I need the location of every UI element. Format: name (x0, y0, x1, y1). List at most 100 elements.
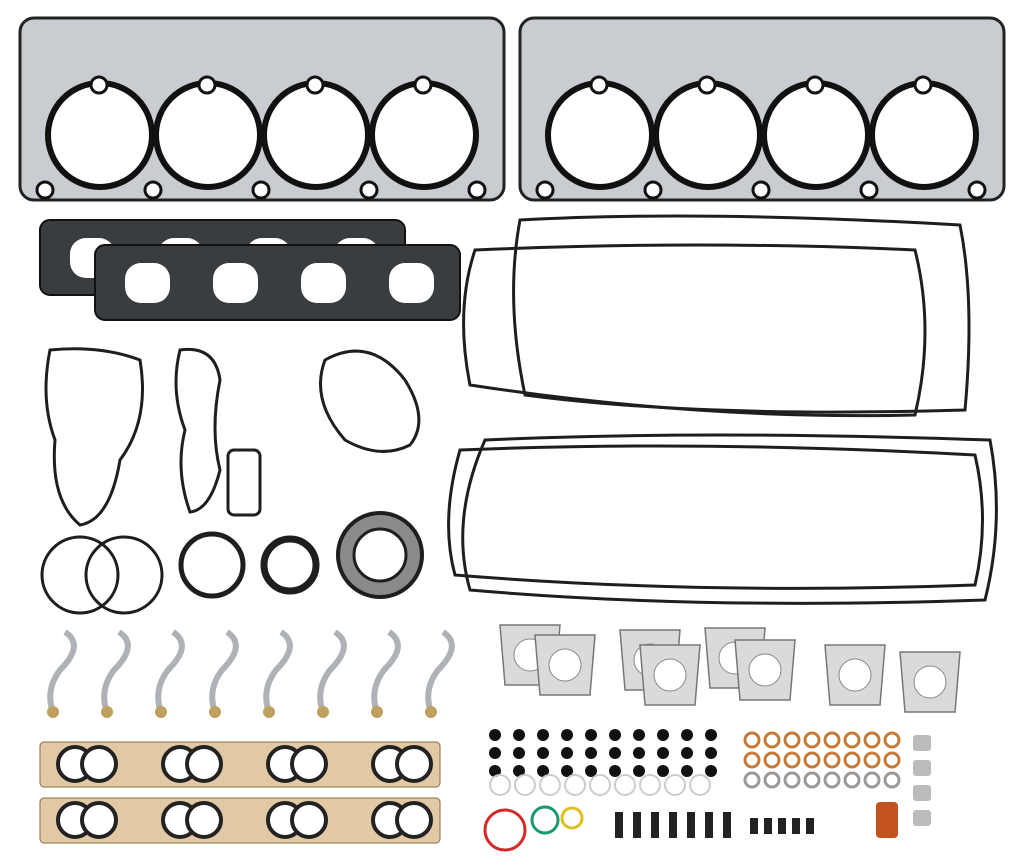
grommet (585, 765, 597, 777)
grommet (681, 765, 693, 777)
tube-nut (371, 706, 383, 718)
cylinder-bore (869, 80, 979, 190)
oil-cooler-gasket (44, 347, 144, 527)
clear-o-ring (514, 774, 536, 796)
grommet (609, 765, 621, 777)
bolt-hole (413, 75, 433, 95)
grommet (633, 747, 645, 759)
grommet (537, 747, 549, 759)
washer (863, 751, 881, 769)
plug (913, 785, 931, 801)
bolt (705, 812, 713, 838)
cylinder-bore (653, 80, 763, 190)
gasket-port (548, 648, 582, 682)
washer (843, 731, 861, 749)
bolt (633, 812, 641, 838)
bolt-hole (197, 75, 217, 95)
washer (843, 771, 861, 789)
grommet (657, 765, 669, 777)
bolt-hole (913, 75, 933, 95)
clear-o-ring (564, 774, 586, 796)
front-cover-gasket (319, 349, 421, 453)
plug (913, 760, 931, 776)
valve-cover-gasket (461, 433, 998, 605)
injector-fuel-tube (47, 629, 77, 714)
bolt-hole (859, 180, 879, 200)
tube-nut (47, 706, 59, 718)
grommet (681, 747, 693, 759)
intake-gasket (39, 797, 441, 844)
oil-pan-gasket (512, 214, 971, 414)
intake-port-seal (80, 745, 118, 783)
bolt-hole (251, 180, 271, 200)
intake-port-seal (290, 801, 328, 839)
intake-port-seal (290, 745, 328, 783)
intake-port-seal (395, 801, 433, 839)
red-o-ring (483, 808, 527, 852)
grommet (705, 747, 717, 759)
washer (823, 771, 841, 789)
injector-fuel-tube (101, 629, 131, 714)
injector-fuel-tube (317, 629, 347, 714)
small-bolt (764, 818, 772, 834)
washer (783, 771, 801, 789)
small-bolt (750, 818, 758, 834)
washer (883, 751, 901, 769)
bolt-hole (697, 75, 717, 95)
small-cover-gasket (226, 448, 262, 517)
o-ring (178, 531, 246, 599)
grommet (489, 747, 501, 759)
grommet (585, 729, 597, 741)
bolt-hole (535, 180, 555, 200)
bolt-hole (143, 180, 163, 200)
gasket-port (653, 658, 687, 692)
bolt-hole (967, 180, 987, 200)
oil-pan-gasket (462, 243, 927, 418)
grommet (489, 729, 501, 741)
washer (863, 731, 881, 749)
washer (863, 771, 881, 789)
gasket-port (838, 658, 872, 692)
clear-o-ring (689, 774, 711, 796)
grommet (633, 765, 645, 777)
washer (763, 731, 781, 749)
grommet (561, 729, 573, 741)
yellow-o-ring (560, 806, 584, 830)
cylinder-bore (153, 80, 263, 190)
washer (883, 771, 901, 789)
small-bolt (792, 818, 800, 834)
washer (743, 751, 761, 769)
intake-port-seal (80, 801, 118, 839)
grommet (681, 729, 693, 741)
clear-o-ring (589, 774, 611, 796)
grommet (561, 747, 573, 759)
intake-port-seal (185, 801, 223, 839)
washer (843, 751, 861, 769)
clear-o-ring (489, 774, 511, 796)
grommet (513, 765, 525, 777)
gasket-port (748, 653, 782, 687)
clear-o-ring (639, 774, 661, 796)
bolt-hole (467, 180, 487, 200)
exhaust-manifold-gasket (94, 244, 461, 321)
valve-cover-gasket (447, 444, 984, 590)
exhaust-donut-hole (352, 527, 408, 583)
injector-fuel-tube (371, 629, 401, 714)
washer (743, 731, 761, 749)
washer (803, 751, 821, 769)
grommet (585, 747, 597, 759)
tube-nut (425, 706, 437, 718)
bolt (723, 812, 731, 838)
injector-fuel-tube (155, 629, 185, 714)
exhaust-port (389, 263, 434, 303)
grommet (513, 747, 525, 759)
grommet (537, 729, 549, 741)
plug (913, 735, 931, 751)
injector-fuel-tube (263, 629, 293, 714)
grommet (609, 729, 621, 741)
grommet (633, 729, 645, 741)
grommet (657, 747, 669, 759)
intake-gasket (39, 741, 441, 788)
bolt-hole (589, 75, 609, 95)
o-ring (260, 535, 320, 595)
